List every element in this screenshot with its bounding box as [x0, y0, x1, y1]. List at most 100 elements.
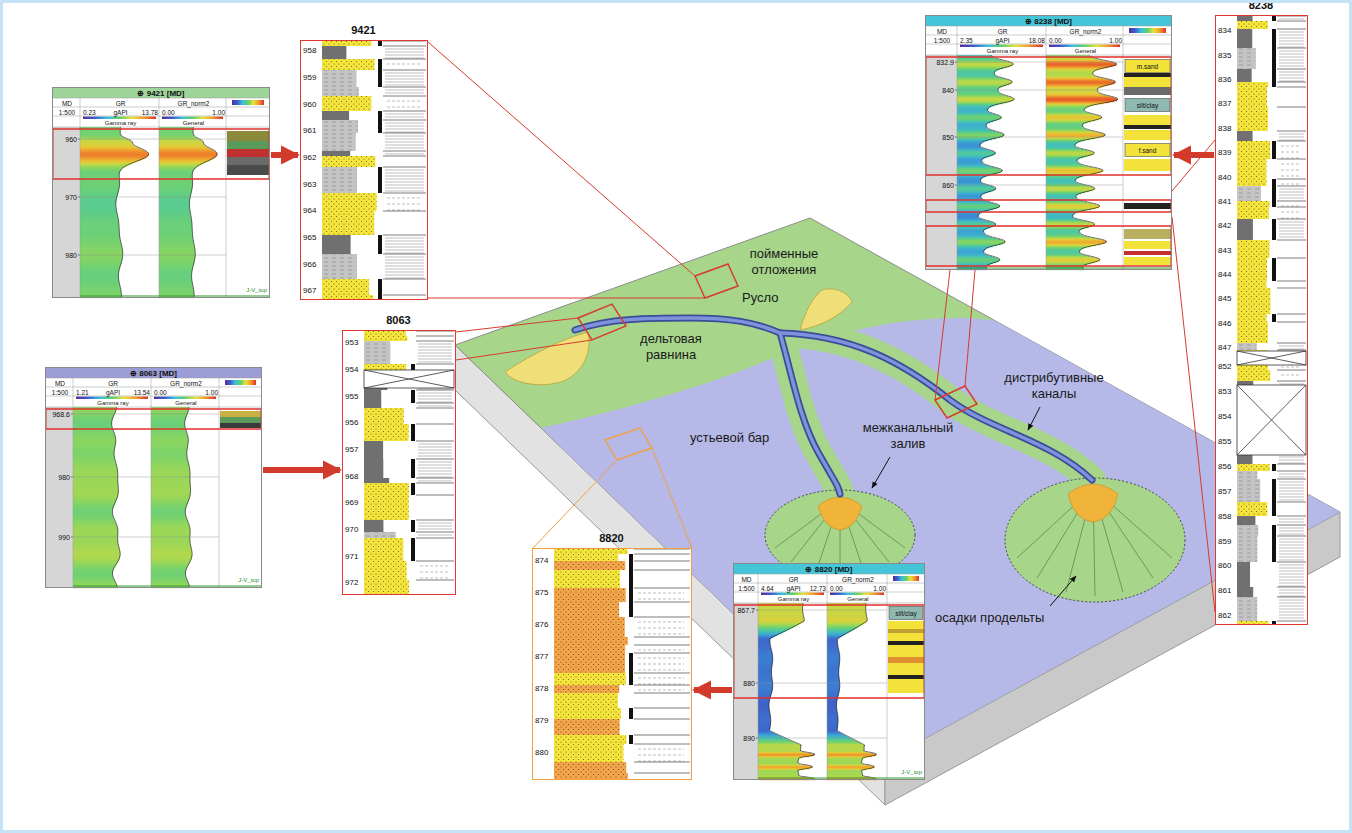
gr-fill — [758, 747, 801, 748]
bed-boundary — [1277, 29, 1306, 30]
lamination — [418, 529, 452, 530]
gr-fill — [1046, 260, 1100, 261]
colormap-bar — [761, 593, 824, 596]
gr-fill — [758, 639, 770, 640]
facies-band — [1124, 130, 1171, 140]
gr-fill — [1046, 69, 1099, 70]
gr-fill — [151, 430, 186, 431]
gr-fill — [151, 576, 186, 577]
gr-fill — [1046, 139, 1090, 140]
gr-fill — [80, 248, 122, 249]
gr-fill — [1046, 241, 1106, 242]
gr-fill — [1046, 197, 1076, 198]
gr-fill — [73, 443, 116, 444]
gr-fill — [159, 225, 192, 226]
gr-fill — [80, 231, 119, 232]
lamination — [418, 393, 452, 394]
gr-fill — [80, 190, 119, 191]
gr-fill — [80, 170, 121, 171]
organic-strip — [378, 120, 382, 133]
gr-fill — [80, 270, 119, 271]
core-graphics — [300, 40, 428, 300]
gr-fill — [758, 630, 787, 631]
gr-fill — [151, 540, 190, 541]
organic-strip — [629, 602, 633, 617]
gr-fill — [827, 757, 866, 758]
gr-fill — [1046, 153, 1094, 154]
gr-fill — [73, 457, 114, 458]
gr-fill — [73, 557, 120, 558]
gr-fill — [80, 237, 120, 238]
colormap-bar — [960, 45, 1043, 48]
gr-fill — [151, 505, 187, 506]
gr-fill — [159, 172, 193, 173]
lithology-bed — [554, 645, 625, 653]
bed-boundary — [634, 570, 690, 571]
gr-fill — [73, 449, 115, 450]
gr-fill — [159, 234, 192, 235]
lithology-bed — [1237, 219, 1253, 240]
gr-fill — [758, 665, 772, 666]
gr-fill — [758, 729, 770, 730]
lamination — [418, 450, 452, 451]
bed-boundary — [1277, 201, 1306, 202]
gr-fill — [758, 647, 771, 648]
lamination — [638, 599, 684, 600]
gr-fill — [73, 498, 117, 499]
gr-fill — [151, 570, 186, 571]
gr-fill — [827, 745, 865, 746]
organic-strip — [378, 41, 382, 46]
gr-fill — [151, 418, 186, 419]
gr-fill — [1046, 248, 1083, 249]
gr-fill — [159, 230, 192, 231]
gr-fill — [80, 266, 120, 267]
gr-fill — [1046, 119, 1099, 120]
gr-fill — [73, 539, 118, 540]
gr-fill — [159, 232, 192, 233]
gr-fill — [151, 482, 190, 483]
gr-fill — [151, 416, 186, 417]
lithology-bed — [1237, 69, 1252, 82]
gr-fill — [957, 259, 1000, 260]
gr-fill — [957, 161, 982, 162]
gr-fill — [80, 274, 119, 275]
gr-fill — [1046, 155, 1090, 156]
organic-strip — [1272, 16, 1276, 21]
gr-fill — [827, 700, 837, 701]
gr-fill — [159, 240, 193, 241]
gr-fill — [159, 283, 192, 284]
gr-fill — [80, 185, 120, 186]
gr-fill — [80, 219, 118, 220]
depth-tick — [756, 738, 758, 739]
gr-fill — [151, 531, 190, 532]
gr-fill — [151, 469, 190, 470]
highlight-frame — [46, 409, 262, 429]
log-graphics — [45, 367, 262, 588]
gr-fill — [151, 562, 190, 563]
gr-fill — [1046, 100, 1117, 101]
gr-fill — [758, 678, 772, 679]
gr-fill — [957, 171, 1002, 172]
lamination — [385, 132, 424, 133]
core-graphics — [532, 548, 692, 780]
gr-fill — [73, 513, 112, 514]
gr-fill — [80, 163, 132, 164]
gr-fill — [73, 488, 118, 489]
gr-fill — [758, 614, 803, 615]
gr-fill — [73, 472, 118, 473]
gr-fill — [80, 217, 118, 218]
gr-fill — [1046, 206, 1100, 207]
lamination — [387, 210, 420, 211]
grid-line — [73, 537, 219, 538]
lamination — [1279, 32, 1304, 33]
bed-boundary — [634, 637, 690, 638]
lithology-bed — [554, 744, 623, 762]
gr-fill — [73, 480, 118, 481]
gr-fill — [159, 268, 193, 269]
gr-curve — [116, 127, 149, 297]
gr-fill — [151, 422, 185, 423]
gr-fill — [159, 288, 193, 289]
gr-fill — [827, 648, 838, 649]
gr-fill — [73, 426, 112, 427]
gr-fill — [758, 766, 812, 767]
